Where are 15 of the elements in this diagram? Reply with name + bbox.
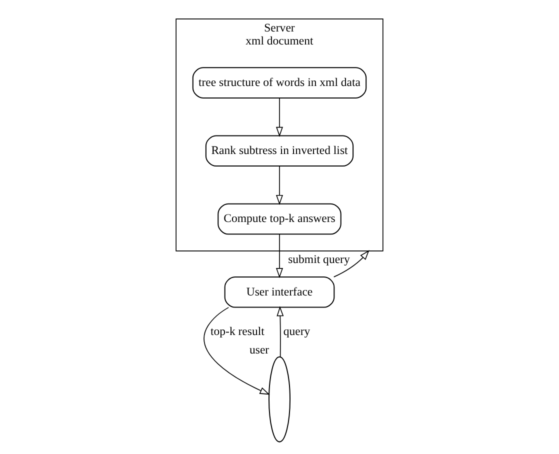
arrow	[276, 234, 284, 278]
edge-label: query	[283, 325, 310, 338]
node-box: tree structure of words in xml data	[192, 67, 367, 98]
node-box: User interface	[224, 276, 335, 308]
arrow	[276, 306, 284, 358]
edge-label: top-k result	[210, 325, 264, 338]
edge-label: submit query	[288, 253, 350, 266]
arrow	[204, 307, 270, 395]
node-box: Compute top-k answers	[218, 203, 342, 235]
arrow	[276, 98, 284, 137]
node-label: user	[250, 344, 270, 357]
arrow	[276, 166, 284, 206]
node-box: Rank subtress in inverted list	[205, 135, 354, 167]
arrow	[333, 250, 370, 278]
node-person	[268, 356, 291, 442]
